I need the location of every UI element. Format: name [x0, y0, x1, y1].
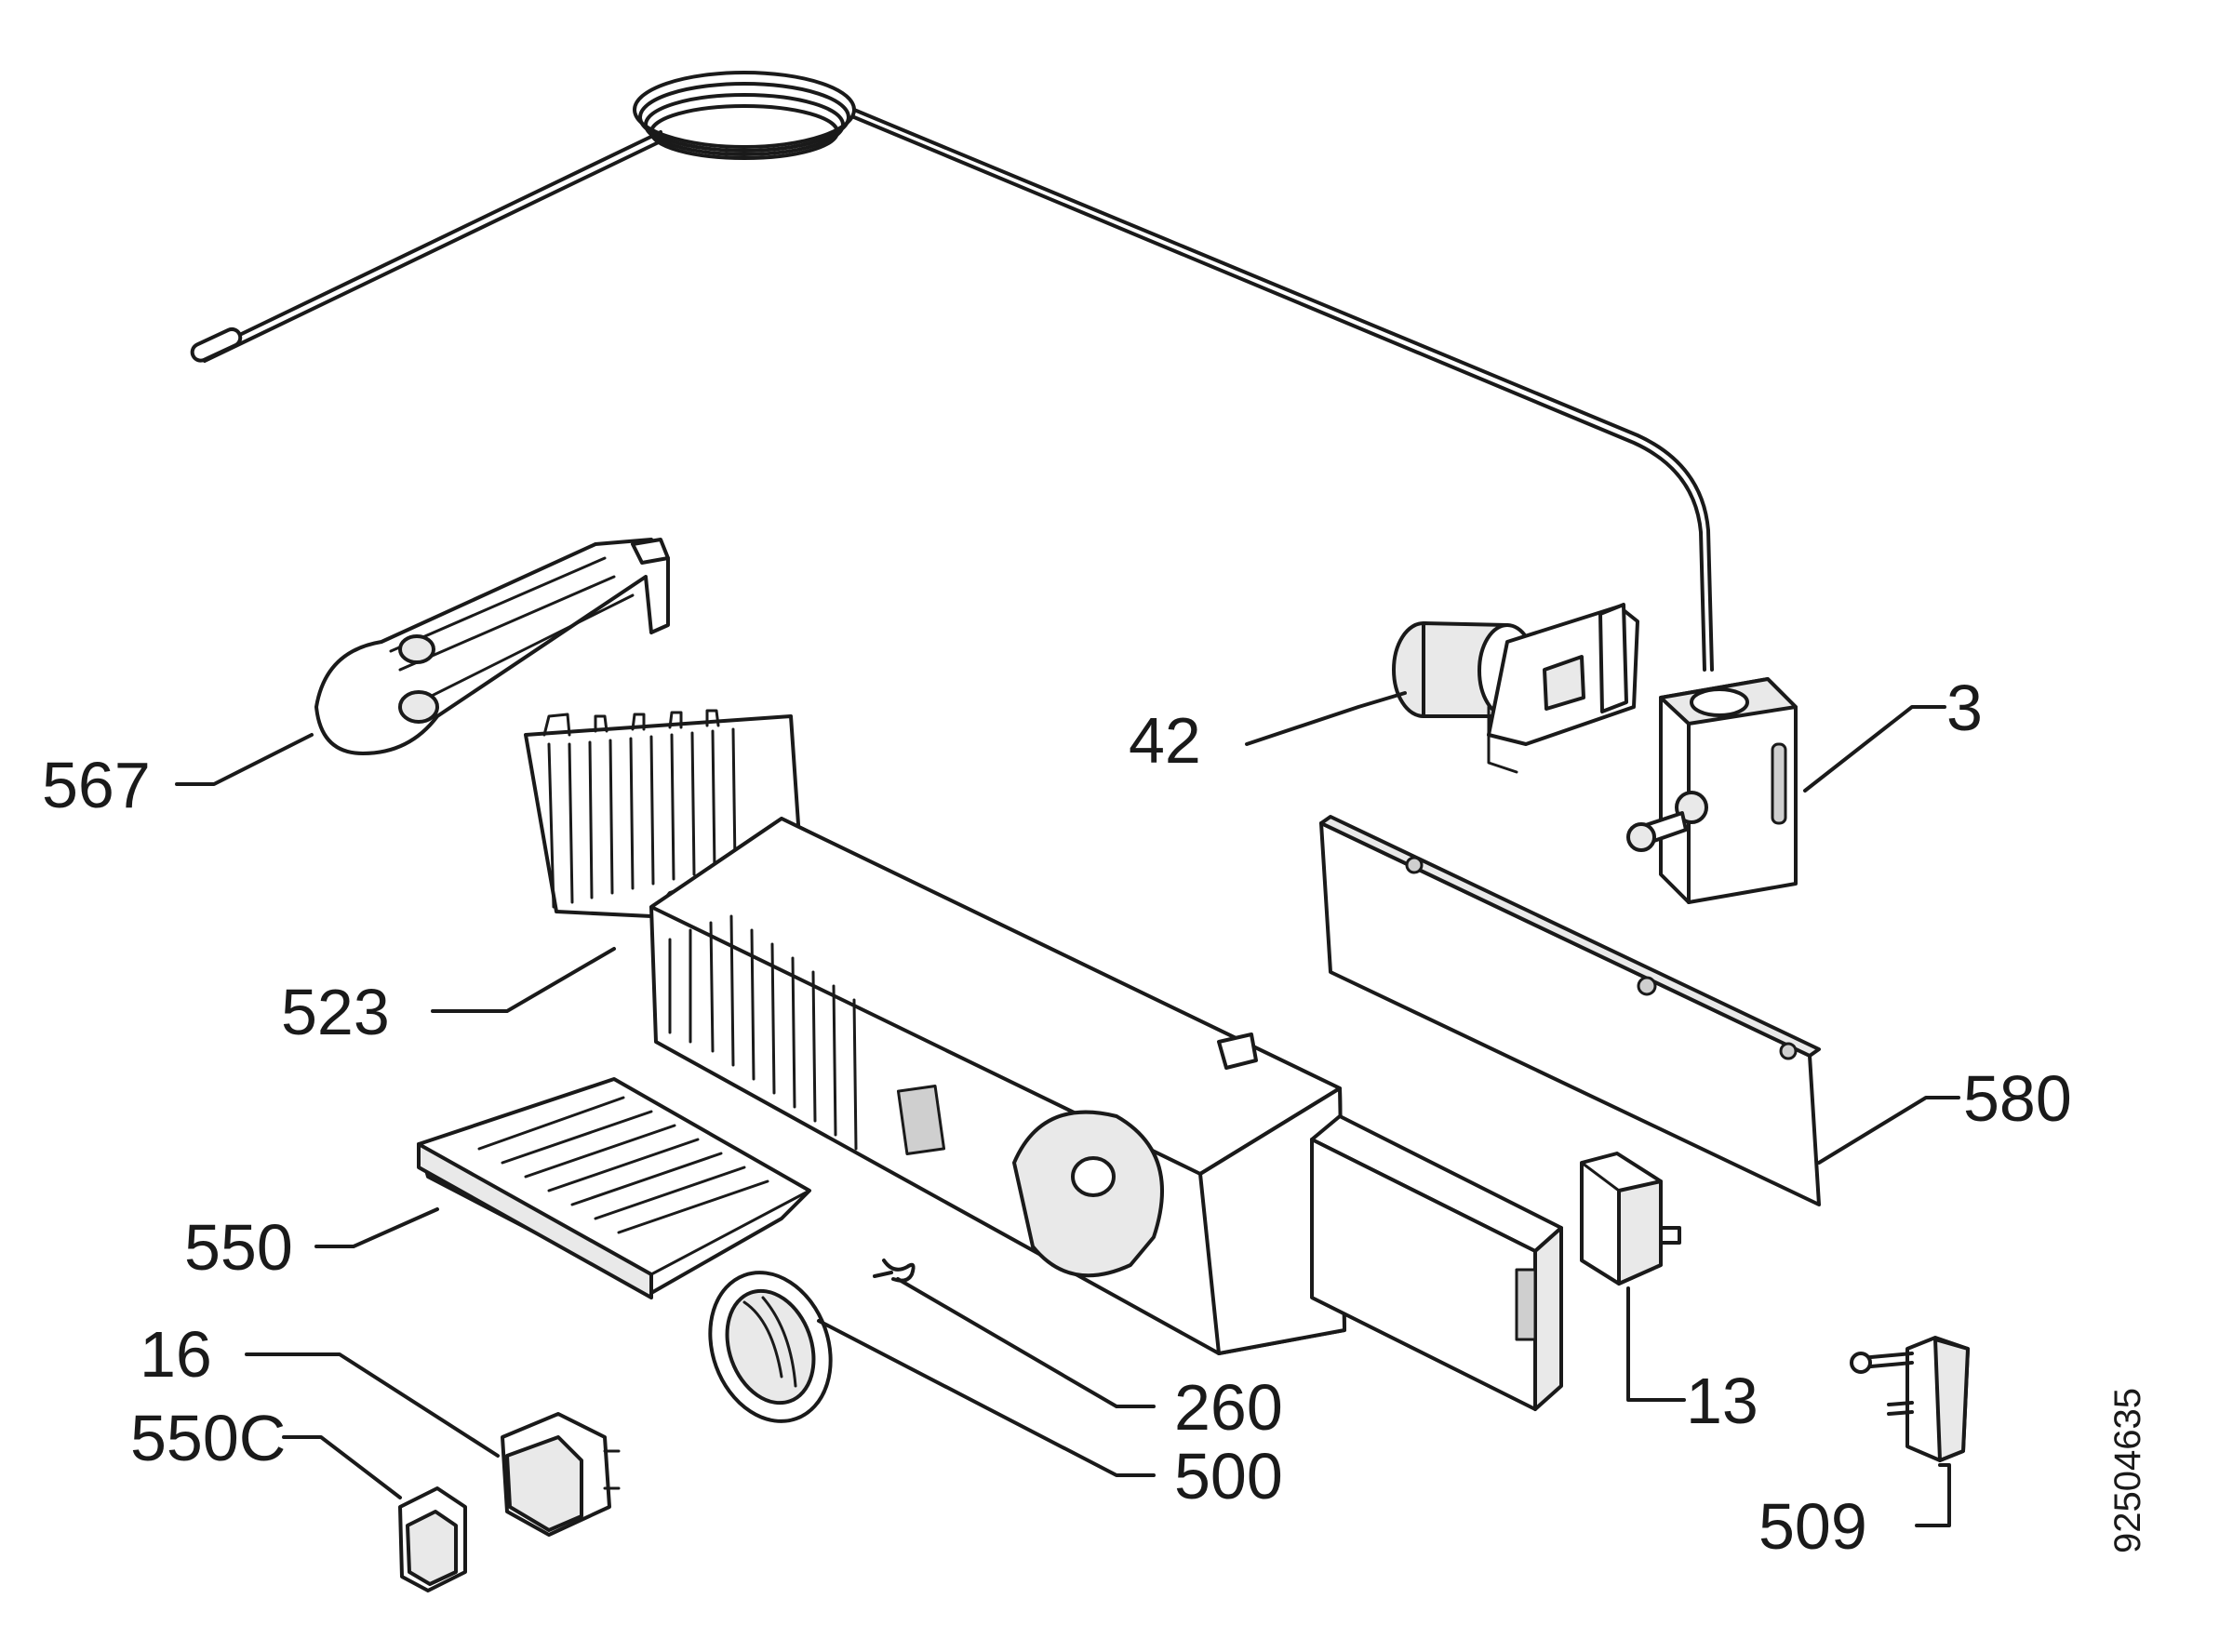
housing-part	[524, 709, 1346, 1355]
callout-580: 580	[1963, 1062, 2072, 1135]
callout-567: 567	[42, 749, 151, 821]
lamp-cover-part	[1310, 1114, 1563, 1411]
door-switch-part	[1850, 1336, 1970, 1462]
back-panel-part	[1319, 815, 1821, 1206]
callout-523: 523	[281, 976, 390, 1048]
knob-part	[708, 1271, 833, 1423]
callout-550c: 550C	[130, 1402, 286, 1474]
callout-16: 16	[140, 1318, 212, 1391]
callout-550: 550	[184, 1211, 293, 1284]
lever-part	[314, 538, 670, 755]
document-number: 92504635	[2107, 1388, 2148, 1553]
callout-13: 13	[1686, 1365, 1758, 1437]
block-part	[1580, 1152, 1681, 1286]
leader-lines	[175, 691, 1960, 1527]
thermostat-part	[1626, 677, 1798, 904]
callout-260: 260	[1174, 1371, 1283, 1444]
rocker-switch-part	[501, 1412, 621, 1537]
callout-3: 3	[1946, 672, 1983, 744]
callout-509: 509	[1758, 1490, 1867, 1563]
callout-500: 500	[1174, 1440, 1283, 1512]
switch-cap-part	[398, 1486, 467, 1592]
callout-42: 42	[1129, 704, 1201, 777]
capillary-tube	[190, 71, 1714, 672]
cover-part	[417, 1077, 811, 1299]
clip-part	[873, 1259, 916, 1283]
lamp-holder-part	[1392, 603, 1639, 774]
